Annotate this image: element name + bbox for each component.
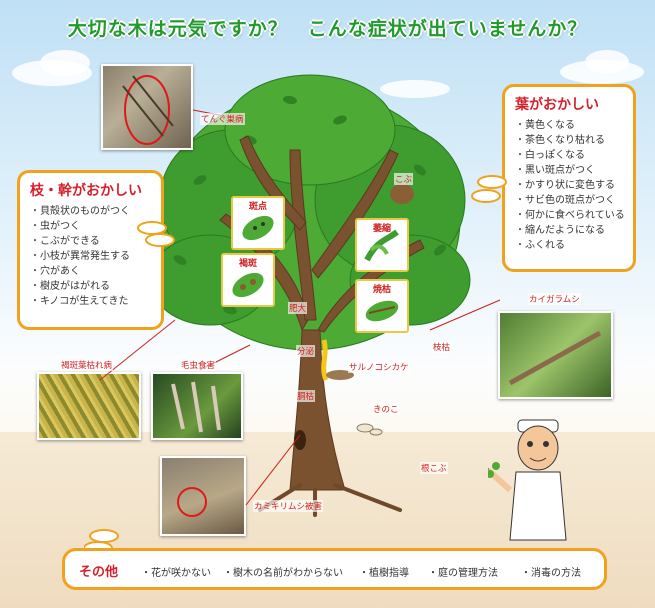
branch-knot — [390, 184, 414, 204]
list-item: ふくれる — [515, 238, 623, 253]
cloud-decoration — [380, 80, 450, 98]
other-item: 消毒の方法 — [521, 564, 581, 579]
canker-label: 胴枯 — [296, 390, 316, 402]
scorched-leaf-card: 焼枯 — [355, 279, 409, 333]
branch-trunk-heading: 枝・幹がおかしい — [30, 183, 142, 199]
mushroom-group — [356, 423, 383, 436]
list-item: 貝殻状のものがつく — [30, 204, 151, 219]
bracket-fungus-label: サルノコシカケ — [348, 361, 410, 373]
longhorn-label: カミキリムシ被害 — [253, 500, 324, 512]
scale-insect-photo — [498, 311, 613, 399]
coil-decoration — [137, 221, 175, 247]
list-item: こぶができる — [30, 234, 151, 249]
leaf-heading: 葉がおかしい — [515, 97, 599, 113]
branch-trunk-list: 貝殻状のものがつく 虫がつく こぶができる 小枝が異常発生する 穴があく 樹皮が… — [30, 204, 151, 309]
list-item: 小枝が異常発生する — [30, 249, 151, 264]
coil-decoration — [471, 175, 507, 203]
cloud-decoration — [585, 50, 629, 74]
list-item: 縮んだようになる — [515, 223, 623, 238]
other-item: 花が咲かない — [141, 564, 211, 579]
caterpillar-label: 毛虫食害 — [180, 359, 217, 371]
leaf-blight-label: 褐斑葉枯れ病 — [60, 359, 114, 371]
shrinking-leaf-card: 萎縮 — [355, 218, 409, 272]
root-knot-label: 根こぶ — [420, 462, 448, 474]
leaf-panel: 葉がおかしい 黄色くなる 茶色くなり枯れる 白っぽくなる 黒い斑点がつく かすり… — [502, 84, 636, 272]
tree-trunk — [219, 135, 425, 491]
cloud-decoration — [40, 50, 90, 76]
other-item: 樹木の名前がわからない — [223, 564, 343, 579]
longhorn-beetle-photo — [160, 456, 246, 536]
branch-trunk-panel: 枝・幹がおかしい 貝殻状のものがつく 虫がつく こぶができる 小枝が異常発生する… — [17, 170, 164, 330]
other-heading: その他 — [79, 565, 119, 580]
caterpillar-damage-photo — [151, 372, 243, 440]
other-item: 植樹指導 — [359, 564, 409, 579]
secretion-label: 分泌 — [296, 345, 316, 357]
witches-broom-label: てんぐ巣病 — [200, 113, 245, 125]
page-title: 大切な木は元気ですか？ こんな症状が出ていませんか？ — [67, 18, 588, 40]
scale-insect-label: カイガラムシ — [528, 293, 581, 305]
list-item: 何かに食べられている — [515, 208, 625, 223]
leaf-list: 黄色くなる 茶色くなり枯れる 白っぽくなる 黒い斑点がつく かすり状に変色する … — [515, 118, 625, 253]
other-services-bar: その他 花が咲かない 樹木の名前がわからない 植樹指導 庭の管理方法 消毒の方法 — [62, 548, 607, 590]
list-item: 茶色くなり枯れる — [515, 133, 623, 148]
card-label: 焼枯 — [372, 285, 391, 295]
twig-blight-label: 枝枯 — [432, 341, 452, 353]
list-item: 樹皮がはがれる — [30, 279, 151, 294]
leaf-blight-photo — [37, 372, 141, 440]
sap-secretion — [321, 339, 329, 381]
tree-doctor-character — [488, 419, 567, 541]
mushroom-label: きのこ — [372, 403, 400, 415]
witches-broom-photo — [101, 64, 193, 150]
brown-spot-leaf-card: 褐斑 — [221, 253, 275, 307]
knot-label: こぶ — [394, 173, 414, 185]
spot-leaf-card: 斑点 — [231, 196, 285, 250]
list-item: 白っぽくなる — [515, 148, 623, 163]
hypertrophy-label: 肥大 — [288, 302, 308, 314]
list-item: 穴があく — [30, 264, 151, 279]
trunk-hole — [294, 430, 306, 450]
card-label: 萎縮 — [372, 224, 391, 234]
list-item: 黄色くなる — [515, 118, 623, 133]
list-item: 虫がつく — [30, 219, 151, 234]
list-item: かすり状に変色する — [515, 178, 623, 193]
other-item: 庭の管理方法 — [428, 564, 498, 579]
list-item: 黒い斑点がつく — [515, 163, 623, 178]
card-label: 斑点 — [248, 202, 267, 212]
list-item: キノコが生えてきた — [30, 294, 151, 309]
list-item: サビ色の斑点がつく — [515, 193, 623, 208]
card-label: 褐斑 — [238, 259, 257, 269]
bracket-fungus — [326, 370, 354, 380]
